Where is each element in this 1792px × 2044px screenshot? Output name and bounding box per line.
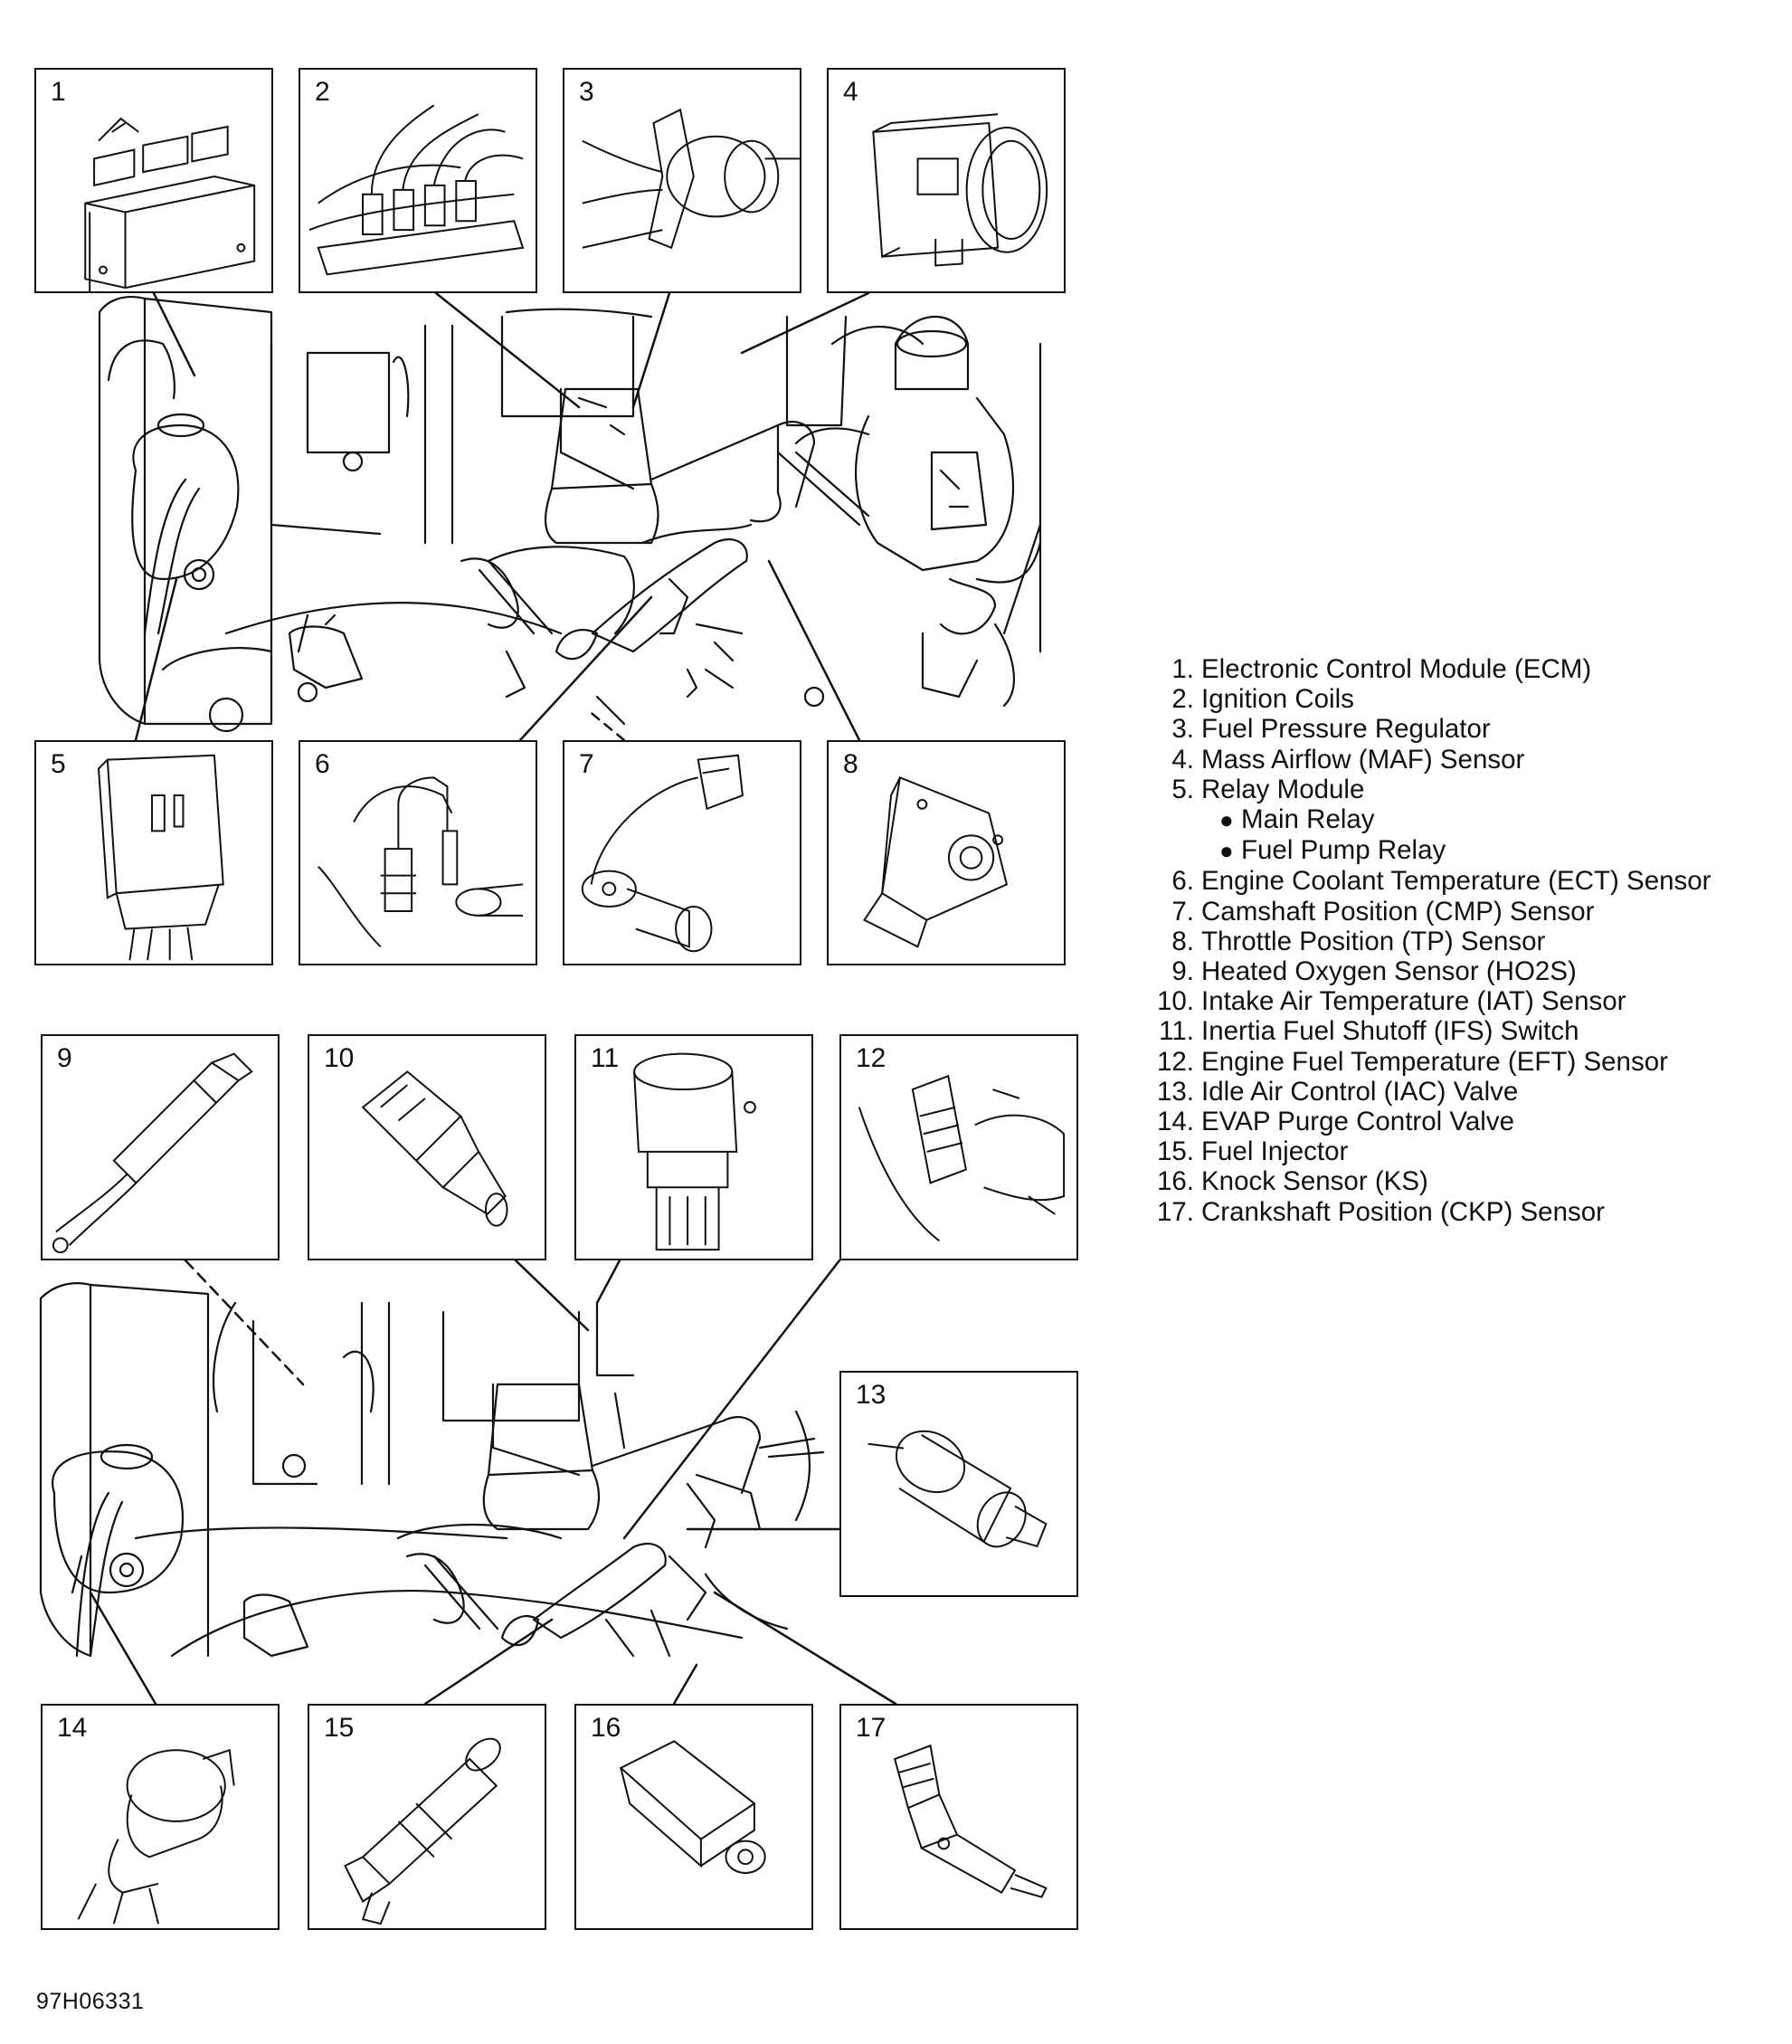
- callout-number: 1: [51, 77, 66, 107]
- callout-number: 14: [57, 1713, 88, 1743]
- ckp-sensor-icon: [841, 1706, 1076, 1928]
- callout-number: 16: [591, 1713, 621, 1743]
- panel-knock-sensor: 16: [574, 1704, 813, 1930]
- legend-item: 9.Heated Oxygen Sensor (HO2S): [1171, 956, 1577, 987]
- panel-relay-module: 5: [34, 740, 273, 965]
- legend-item: 7.Camshaft Position (CMP) Sensor: [1171, 896, 1595, 927]
- legend-item: 15.Fuel Injector: [1156, 1136, 1349, 1167]
- ifs-switch-icon: [576, 1036, 811, 1259]
- panel-tp-sensor: 8: [827, 740, 1066, 965]
- legend-item: 3.Fuel Pressure Regulator: [1171, 714, 1491, 745]
- ignition-coils-icon: [300, 70, 536, 291]
- legend-item: 17.Crankshaft Position (CKP) Sensor: [1156, 1196, 1605, 1227]
- callout-number: 10: [324, 1043, 355, 1073]
- callout-number: 17: [856, 1713, 887, 1743]
- relay-module-icon: [36, 742, 271, 964]
- ho2s-icon: [43, 1036, 278, 1259]
- callout-number: 8: [843, 749, 858, 779]
- ect-sensor-icon: [300, 742, 536, 964]
- panel-ignition-coils: 2: [299, 68, 537, 293]
- callout-number: 12: [856, 1043, 887, 1073]
- panel-fuel-injector: 15: [308, 1704, 546, 1930]
- legend-item: 1.Electronic Control Module (ECM): [1171, 654, 1592, 684]
- panel-ho2s: 9: [41, 1034, 280, 1260]
- callout-number: 4: [843, 77, 858, 107]
- legend-subitem: ●Fuel Pump Relay: [1219, 835, 1446, 866]
- lower-engine-bay: [41, 1283, 823, 1656]
- panel-maf-sensor: 4: [827, 68, 1066, 293]
- callout-number: 9: [57, 1043, 72, 1073]
- iac-valve-icon: [841, 1373, 1076, 1595]
- tp-sensor-icon: [829, 742, 1064, 964]
- legend-item: 11.Inertia Fuel Shutoff (IFS) Switch: [1159, 1016, 1579, 1047]
- legend-item: 6.Engine Coolant Temperature (ECT) Senso…: [1171, 866, 1711, 897]
- callout-number: 11: [591, 1043, 620, 1073]
- fuel-pressure-regulator-icon: [564, 70, 800, 291]
- knock-sensor-icon: [576, 1706, 811, 1928]
- legend-item: 13.Idle Air Control (IAC) Valve: [1156, 1076, 1519, 1107]
- legend-item: 16.Knock Sensor (KS): [1156, 1166, 1428, 1197]
- panel-fuel-pressure-regulator: 3: [563, 68, 801, 293]
- panel-cmp-sensor: 7: [563, 740, 801, 965]
- callout-number: 7: [579, 749, 594, 779]
- callout-number: 15: [324, 1713, 355, 1743]
- panel-iat-sensor: 10: [308, 1034, 546, 1260]
- upper-engine-bay: [100, 297, 1040, 731]
- legend-item: 5.Relay Module: [1171, 774, 1365, 804]
- bullet-icon: ●: [1219, 806, 1234, 834]
- panel-iac-valve: 13: [839, 1371, 1078, 1597]
- cmp-sensor-icon: [564, 742, 800, 964]
- panel-ifs-switch: 11: [574, 1034, 813, 1260]
- legend-item: 2.Ignition Coils: [1171, 684, 1354, 715]
- bullet-icon: ●: [1219, 837, 1234, 865]
- maf-sensor-icon: [829, 70, 1064, 291]
- evap-purge-valve-icon: [43, 1706, 278, 1928]
- callout-number: 6: [315, 749, 330, 779]
- leader-lines: [90, 293, 896, 1704]
- legend-item: 14.EVAP Purge Control Valve: [1156, 1107, 1514, 1137]
- panel-evap-purge-valve: 14: [41, 1704, 280, 1930]
- panel-eft-sensor: 12: [839, 1034, 1078, 1260]
- callout-number: 5: [51, 749, 66, 779]
- component-legend: 1.Electronic Control Module (ECM) 2.Igni…: [1149, 654, 1764, 1227]
- legend-item: 4.Mass Airflow (MAF) Sensor: [1171, 744, 1525, 775]
- eft-sensor-icon: [841, 1036, 1076, 1259]
- panel-ect-sensor: 6: [299, 740, 537, 965]
- ecm-icon: [36, 70, 271, 291]
- legend-item: 8.Throttle Position (TP) Sensor: [1171, 926, 1546, 956]
- legend-subitem: ●Main Relay: [1219, 804, 1375, 835]
- panel-ckp-sensor: 17: [839, 1704, 1078, 1930]
- panel-ecm: 1: [34, 68, 273, 293]
- legend-item: 12.Engine Fuel Temperature (EFT) Sensor: [1156, 1046, 1668, 1077]
- callout-number: 13: [856, 1380, 887, 1410]
- iat-sensor-icon: [309, 1036, 545, 1259]
- fuel-injector-icon: [309, 1706, 545, 1928]
- legend-item: 10.Intake Air Temperature (IAT) Sensor: [1156, 986, 1626, 1017]
- figure-id: 97H06331: [36, 1989, 145, 2014]
- callout-number: 2: [315, 77, 330, 107]
- callout-number: 3: [579, 77, 594, 107]
